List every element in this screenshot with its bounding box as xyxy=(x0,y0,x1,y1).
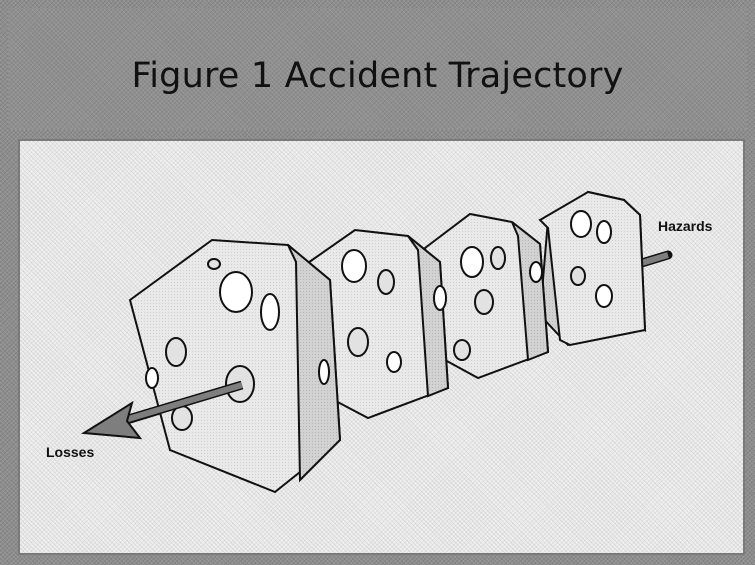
hazards-label: Hazards xyxy=(658,218,713,234)
cheese-slice-3 xyxy=(423,212,550,380)
cheese-slice-1 xyxy=(128,238,342,494)
cheese-slice-4 xyxy=(538,190,647,347)
arrow-head xyxy=(80,380,244,440)
title-bar: Figure 1 Accident Trajectory xyxy=(8,8,747,130)
losses-label: Losses xyxy=(46,444,94,460)
cheese-slice-2 xyxy=(303,228,450,420)
figure-title: Figure 1 Accident Trajectory xyxy=(131,56,624,96)
